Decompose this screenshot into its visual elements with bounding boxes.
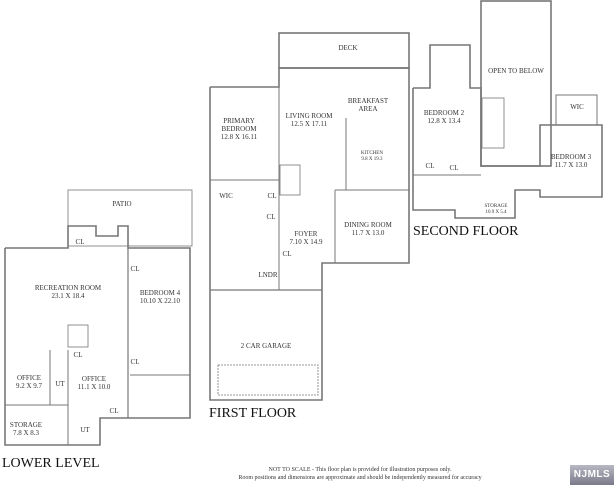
room-label-bedroom-2: BEDROOM 2 12.8 X 13.4 xyxy=(424,109,464,125)
room-label-recreation-room: RECREATION ROOM 23.1 X 18.4 xyxy=(35,284,101,300)
room-label-foyer: FOYER 7.10 X 14.9 xyxy=(289,230,322,246)
room-dimensions: 12.8 X 13.4 xyxy=(427,117,461,125)
lower-level-outline xyxy=(4,225,191,446)
room-dimensions: 11.7 X 13.0 xyxy=(351,229,385,237)
room-name: OFFICE xyxy=(16,374,42,382)
room-label-garage: 2 CAR GARAGE xyxy=(240,342,292,350)
room-dimensions: 7.8 X 8.3 xyxy=(12,429,40,437)
room-label-walk-in-closet: WIC xyxy=(219,192,233,200)
room-label-open-to-below: OPEN TO BELOW xyxy=(488,67,544,75)
room-dimensions: 12.8 X 16.11 xyxy=(220,133,258,141)
room-dimensions: 10.10 X 22.10 xyxy=(139,297,181,305)
room-label-closet: CL xyxy=(109,407,119,415)
room-label-office-right: OFFICE 11.1 X 10.0 xyxy=(78,375,111,391)
room-label-utility: UT xyxy=(55,380,65,388)
room-name: OFFICE xyxy=(81,375,107,383)
room-dimensions: 10.9 X 5.4 xyxy=(485,210,507,215)
room-name: AREA xyxy=(358,105,378,113)
room-label-closet: CL xyxy=(130,265,140,273)
patio-outline xyxy=(67,189,193,247)
room-dimensions: 9.2 X 9.7 xyxy=(15,382,43,390)
room-label-closet: CL xyxy=(73,351,83,359)
room-label-bedroom-3: BEDROOM 3 11.7 X 13.0 xyxy=(551,153,591,169)
room-dimensions: 9.8 X 19.3 xyxy=(361,157,383,162)
room-name: BREAKFAST xyxy=(347,97,389,105)
room-label-deck: DECK xyxy=(338,44,358,52)
room-label-bedroom-4: BEDROOM 4 10.10 X 22.10 xyxy=(140,289,180,305)
room-label-office-left: OFFICE 9.2 X 9.7 xyxy=(16,374,42,390)
room-name: RECREATION ROOM xyxy=(34,284,102,292)
room-label-closet: CL xyxy=(425,162,435,170)
room-label-kitchen: KITCHEN 9.8 X 19.3 xyxy=(361,151,383,163)
room-label-primary-bedroom: PRIMARY BEDROOM 12.8 X 16.11 xyxy=(221,117,257,141)
room-name: FOYER xyxy=(294,230,318,238)
room-label-dining-room: DINING ROOM 11.7 X 13.0 xyxy=(344,221,392,237)
room-name: PRIMARY xyxy=(223,117,255,125)
room-label-patio: PATIO xyxy=(112,200,132,208)
floor-title-second-floor: SECOND FLOOR xyxy=(413,224,519,239)
room-label-breakfast-area: BREAKFAST AREA xyxy=(348,97,388,113)
room-dimensions: 12.5 X 17.11 xyxy=(290,120,328,128)
room-dimensions: 11.7 X 13.0 xyxy=(554,161,588,169)
room-label-laundry: LNDR xyxy=(258,271,278,279)
room-label-closet: CL xyxy=(266,213,276,221)
room-label-living-room: LIVING ROOM 12.5 X 17.11 xyxy=(286,112,333,128)
floor-title-lower-level: LOWER LEVEL xyxy=(2,456,100,471)
room-label-closet: CL xyxy=(282,250,292,258)
room-label-closet: CL xyxy=(449,164,459,172)
room-label-closet: CL xyxy=(75,238,85,246)
room-name: DINING ROOM xyxy=(344,221,392,229)
room-name: BEDROOM 3 xyxy=(550,153,592,161)
room-label-closet: CL xyxy=(267,192,277,200)
room-label-storage: STORAGE 7.8 X 8.3 xyxy=(10,421,42,437)
room-label-storage: STORAGE 10.9 X 5.4 xyxy=(485,204,508,216)
disclaimer-line: Room positions and dimensions are approx… xyxy=(238,475,482,481)
room-dimensions: 11.1 X 10.0 xyxy=(77,383,111,391)
room-dimensions: 7.10 X 14.9 xyxy=(289,238,323,246)
second-floor-outline xyxy=(412,44,603,219)
room-name: KITCHEN xyxy=(361,151,383,156)
room-dimensions: 23.1 X 18.4 xyxy=(51,292,85,300)
floor-title-first-floor: FIRST FLOOR xyxy=(209,406,297,421)
room-name: STORAGE xyxy=(9,421,43,429)
room-label-walk-in-closet: WIC xyxy=(570,103,584,111)
room-name: BEDROOM xyxy=(221,125,257,133)
room-name: BEDROOM 4 xyxy=(139,289,181,297)
njmls-logo: NJMLS xyxy=(570,465,614,485)
room-name: LIVING ROOM xyxy=(285,112,333,120)
room-name: STORAGE xyxy=(484,204,508,209)
disclaimer-note: NOT TO SCALE - This floor plan is provid… xyxy=(238,466,481,482)
disclaimer-line: NOT TO SCALE - This floor plan is provid… xyxy=(268,467,452,473)
room-label-utility: UT xyxy=(80,426,90,434)
room-name: BEDROOM 2 xyxy=(423,109,465,117)
room-label-closet: CL xyxy=(130,358,140,366)
